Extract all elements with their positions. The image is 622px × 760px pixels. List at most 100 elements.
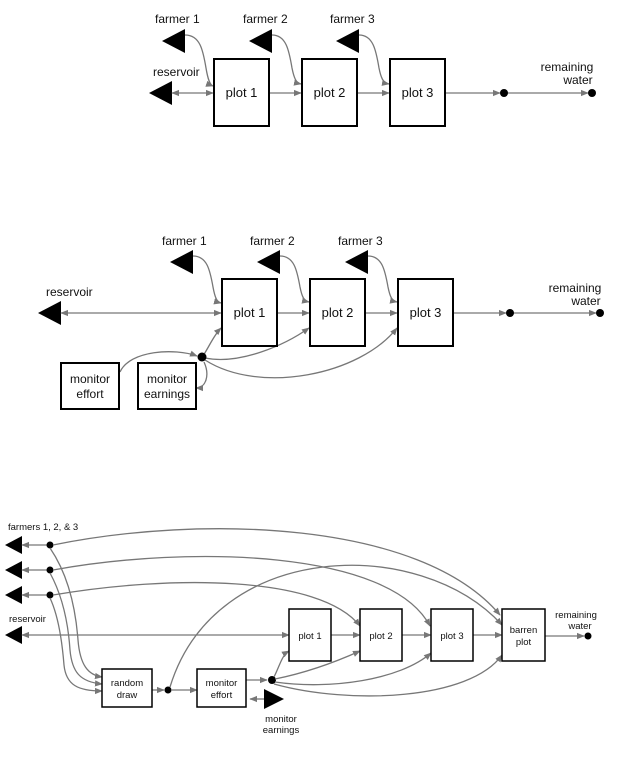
farmer-2-triangle [257,250,280,274]
reservoir-triangle [149,81,172,105]
monitor-effort-label-line-2: effort [211,690,233,701]
monitor-effort-box [60,362,120,410]
monitor-earnings-label-line-2: earnings [144,387,190,401]
remaining-water-label-line-2: water [567,621,591,632]
farmer-2-flow [271,34,302,86]
reservoir-triangle [38,301,61,325]
farmer-b-to-plot3-flow [52,555,431,627]
reservoir-triangle [5,626,22,644]
farmer-1-flow [192,255,222,305]
farmer-a-triangle [5,536,22,554]
monitor-earnings-box [137,362,197,410]
monitor-to-plot-1-flow [202,327,222,357]
monitor-earnings-triangle [264,689,284,709]
plot-1-box [213,58,270,127]
farmer-3-triangle [336,29,359,53]
farmer-c-to-plot2-flow [52,581,361,627]
random-draw-label-line-2: draw [117,690,138,701]
farmer-a-to-barren-flow [52,528,501,616]
random-draw-label-line-1: random [111,678,143,689]
monitor-to-plot-2-flow [274,650,361,680]
farmer-3-flow [358,34,390,86]
farmer-a-node [46,541,54,549]
plot-1-label: plot 1 [298,631,321,642]
farmer-2-flow [279,255,310,304]
plot-2-box [359,608,403,662]
farmer-3-label: farmer 3 [330,12,375,26]
plot-3-box [397,278,454,347]
barren-plot-box [501,608,546,662]
monitor-node [268,676,276,684]
plot-1-label: plot 1 [234,305,266,320]
farmer-2-label: farmer 2 [250,234,295,248]
farmer-c-triangle [5,586,22,604]
farmer-3-label: farmer 3 [338,234,383,248]
plot-3-label: plot 3 [402,85,434,100]
monitor-earnings-label-line-1: monitor [147,372,187,386]
plot-3-box [389,58,446,127]
monitor-effort-label-line-2: effort [76,387,104,401]
monitor-effort-label-line-1: monitor [206,678,238,689]
plot-2-box [301,58,358,127]
farmer-b-triangle [5,561,22,579]
monitor-node [197,352,207,362]
farmer-3-flow [367,255,398,304]
monitor-effort-to-node-flow [119,350,198,373]
farmer-c-node [46,591,54,599]
junction-node [506,309,514,317]
farmers-label: farmers 1, 2, & 3 [8,522,78,533]
farmer-2-triangle [249,29,272,53]
barren-plot-label-line-1: barren [510,625,537,636]
monitor-earnings-label-line-2: earnings [263,725,300,736]
diagram-2: farmer 1 farmer 2 farmer 3 reservoir plo… [38,234,604,410]
farmer-c-to-random-draw-flow [49,597,103,695]
monitor-effort-box [196,668,247,708]
farmer-1-label: farmer 1 [162,234,207,248]
plot-1-label: plot 1 [226,85,258,100]
monitor-to-plot-3-flow [204,327,398,379]
farmer-b-node [46,566,54,574]
plot-2-label: plot 2 [369,631,392,642]
remaining-water-label-line-2: water [570,294,600,308]
plot-2-label: plot 2 [314,85,346,100]
plot-1-box [288,608,332,662]
farmer-1-triangle [162,29,185,53]
remaining-water-node [584,632,592,640]
farmer-1-triangle [170,250,193,274]
farmer-2-label: farmer 2 [243,12,288,26]
plot-3-box [430,608,474,662]
monitor-effort-label-line-1: monitor [70,372,110,386]
node-to-monitor-earnings-flow [195,361,208,392]
diagram-1: farmer 1 farmer 2 farmer 3 reservoir plo… [149,12,596,127]
remaining-water-node [596,309,604,317]
farmer-1-flow [184,34,214,87]
remaining-water-label-line-1: remaining [549,281,602,295]
random-draw-node [164,686,172,694]
monitor-to-plot-3-flow [274,652,432,686]
monitor-to-plot-2-flow [204,327,310,360]
node-to-barren-plot-flow [169,564,503,688]
remaining-water-label-line-2: water [562,73,592,87]
remaining-water-label-line-1: remaining [541,60,594,74]
monitor-to-barren-flow [273,654,503,697]
barren-plot-label-line-2: plot [516,637,532,648]
plot-3-label: plot 3 [410,305,442,320]
monitor-to-plot-1-flow [273,650,290,678]
plot-3-label: plot 3 [440,631,463,642]
reservoir-label: reservoir [46,285,93,299]
plot-2-label: plot 2 [322,305,354,320]
plot-2-box [309,278,366,347]
farmer-a-to-random-draw-flow [49,547,103,680]
plot-1-box [221,278,278,347]
diagram-3: farmers 1, 2, & 3 reservoir plot 1 plot … [5,522,597,736]
farmer-3-triangle [345,250,368,274]
random-draw-box [101,668,153,708]
junction-node [500,89,508,97]
reservoir-label: reservoir [9,614,46,625]
farmer-1-label: farmer 1 [155,12,200,26]
farmer-b-to-random-draw-flow [49,572,103,687]
remaining-water-label-line-1: remaining [555,610,597,621]
remaining-water-node [588,89,596,97]
reservoir-label: reservoir [153,65,200,79]
